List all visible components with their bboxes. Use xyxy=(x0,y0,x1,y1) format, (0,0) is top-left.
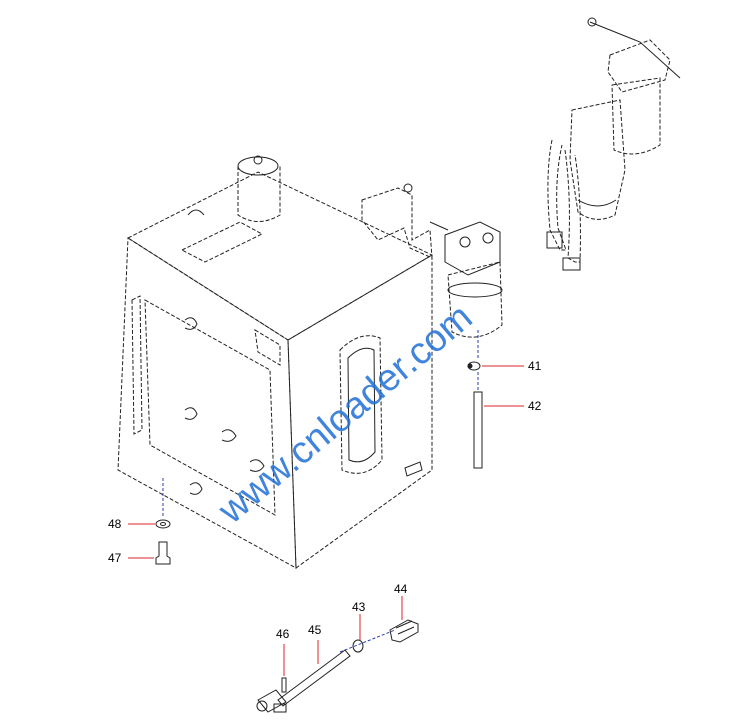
clip-bottom xyxy=(249,459,265,472)
clip-top-hook xyxy=(187,209,205,216)
callout-41: 41 xyxy=(528,359,542,373)
callout-42: 42 xyxy=(528,399,542,413)
washer-48-hole xyxy=(160,522,166,526)
tank-side-window xyxy=(339,335,383,474)
bolt-47 xyxy=(155,541,171,565)
separator-port-b xyxy=(482,232,494,244)
separator-port-a xyxy=(459,236,471,248)
water-separator xyxy=(429,221,503,338)
washer-48 xyxy=(155,519,171,529)
filler-neck xyxy=(237,166,281,222)
filter-canister-top xyxy=(611,77,661,155)
hose-end-left xyxy=(546,231,563,249)
tube-45 xyxy=(277,649,351,707)
sensor-44 xyxy=(389,619,419,643)
base-nut xyxy=(256,700,268,712)
sensor-44-thread xyxy=(395,620,415,635)
callout-48: 48 xyxy=(108,517,122,531)
base-fitting xyxy=(257,689,287,713)
bracket-bolt xyxy=(403,183,413,193)
level-gauge xyxy=(131,295,143,435)
callout-44: 44 xyxy=(394,582,408,596)
sender-assembly: 45 46 43 44 xyxy=(256,582,419,713)
filter-bowl-ring xyxy=(577,199,617,207)
callout-47: 47 xyxy=(108,551,122,565)
fitting-top xyxy=(587,17,597,27)
tank-front-face xyxy=(117,237,297,569)
bracket-plate xyxy=(361,187,433,259)
base-plate xyxy=(273,703,287,713)
clip-mid xyxy=(184,407,198,420)
drain-plug-head xyxy=(467,363,473,369)
tank-right-face xyxy=(287,254,433,569)
axis-sender xyxy=(339,629,396,653)
clip-upper xyxy=(184,317,198,330)
callout-45: 45 xyxy=(308,623,322,637)
separator-head xyxy=(444,221,501,276)
drain-fitting xyxy=(404,461,423,477)
fuel-line-top xyxy=(589,21,681,79)
tank-bracket-side xyxy=(254,329,281,366)
clamp-43 xyxy=(352,639,364,653)
part-42-tube: 42 xyxy=(473,372,542,469)
filter-bracket xyxy=(361,183,433,259)
tube xyxy=(473,391,483,469)
hose-left xyxy=(547,139,567,251)
hose-end-right xyxy=(562,257,581,271)
separator-bowl-ring xyxy=(447,282,503,298)
part-41-drain-plug: 41 xyxy=(467,330,542,373)
part-47-48: 48 47 xyxy=(108,478,171,565)
screw-46 xyxy=(281,677,287,693)
filter-housing xyxy=(569,99,626,220)
watermark: www.cnloader.com xyxy=(210,296,480,532)
primary-filter-assembly xyxy=(546,17,681,271)
separator-bowl xyxy=(447,261,503,338)
tank-front-panel xyxy=(144,299,276,516)
tank-side-window-inner xyxy=(347,347,376,463)
clip-base xyxy=(189,482,203,495)
callout-46: 46 xyxy=(276,627,290,641)
filler-cap-knob xyxy=(253,155,263,165)
hose-right xyxy=(564,149,581,263)
tank-bracket-top xyxy=(180,221,264,263)
separator-line xyxy=(429,221,449,231)
filter-head-top xyxy=(607,39,671,93)
clip-lower xyxy=(221,429,237,442)
callout-43: 43 xyxy=(352,600,366,614)
